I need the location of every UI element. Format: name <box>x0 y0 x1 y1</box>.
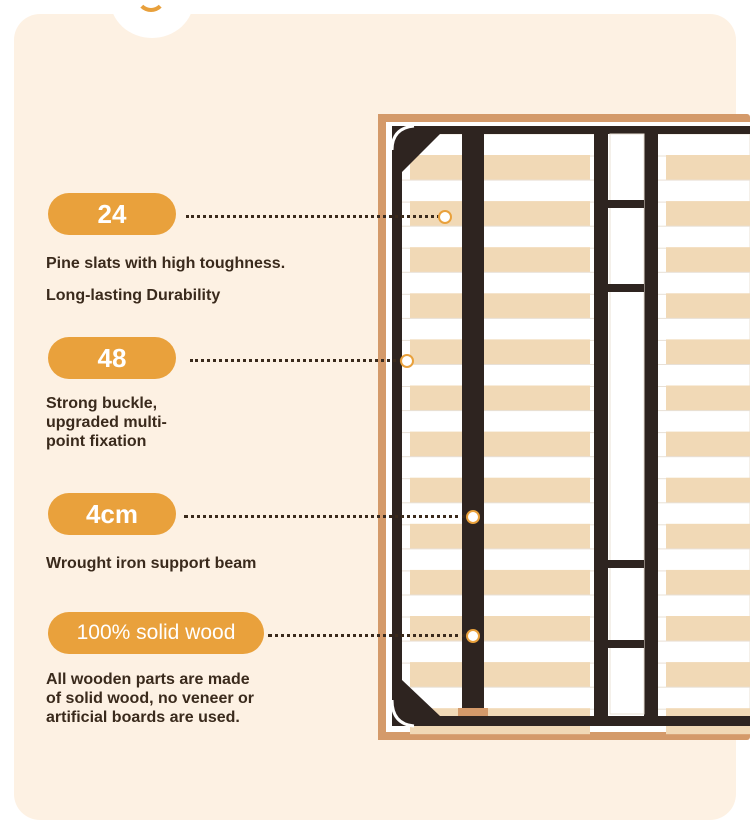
feature-2-line-2: upgraded multi- <box>46 414 167 431</box>
feature-1-line-1: Pine slats with high toughness. <box>46 255 286 272</box>
slat-edge-left <box>399 640 601 664</box>
wood-slat-right <box>666 385 750 412</box>
corner-brace-bottom <box>402 680 440 716</box>
feature-4-line-1: All wooden parts are made <box>46 671 250 688</box>
iron-center-rail-left <box>594 126 608 726</box>
slat-edge-right <box>655 410 750 434</box>
wood-slat-right <box>666 477 750 504</box>
wood-slat-right <box>666 201 750 228</box>
marker-4 <box>466 629 480 643</box>
badge-beam-size: 4cm <box>48 493 176 535</box>
wood-slat-left <box>410 431 590 458</box>
leader-line-3 <box>184 515 466 518</box>
wood-slat-left <box>410 385 590 412</box>
wood-slat-left <box>410 616 590 642</box>
wood-slat-right <box>666 293 750 320</box>
slat-edge-left <box>399 364 601 387</box>
slat-edge-left <box>399 271 601 295</box>
slat-edge-left <box>399 456 601 480</box>
feature-2-line-1: Strong buckle, <box>46 395 158 412</box>
slat-edge-left <box>399 686 601 710</box>
badge-solid-wood: 100% solid wood <box>48 612 264 654</box>
badge-slat-count-text: 24 <box>97 198 127 229</box>
corner-curve-top <box>390 124 415 151</box>
badge-slat-count: 24 <box>48 193 176 235</box>
slat-edge-right <box>655 686 750 710</box>
slat-edge-left <box>399 225 601 249</box>
wood-slat-left <box>410 339 590 366</box>
slat-edge-right <box>655 456 750 480</box>
center-crossbar <box>608 200 644 208</box>
marker-3 <box>466 510 480 524</box>
slat-edge-left <box>399 179 601 203</box>
feature-4-line-2: of solid wood, no veneer or <box>46 690 255 707</box>
badge-buckle-count-text: 48 <box>97 342 127 373</box>
iron-center-rail-right <box>644 126 658 726</box>
feature-1-line-2: Long-lasting Durability <box>46 287 221 304</box>
wood-slat-right <box>666 247 750 274</box>
wood-slat-right <box>666 616 750 642</box>
corner-leg-bottom <box>378 714 386 740</box>
slat-edge-right <box>655 502 750 526</box>
wood-slat-left <box>410 293 590 320</box>
slat-edge-right <box>655 594 750 618</box>
slat-edge-right <box>655 225 750 249</box>
slat-edge-right <box>655 179 750 203</box>
slat-edge-left <box>399 410 601 434</box>
corner-brace-top <box>402 134 440 172</box>
iron-support-beam <box>462 126 484 726</box>
wood-slat-left <box>410 662 590 689</box>
leader-line-2 <box>190 359 402 362</box>
wood-slat-right <box>666 662 750 689</box>
wood-slat-left <box>410 155 590 181</box>
slat-edge-right <box>655 640 750 664</box>
slat-edge-left <box>399 502 601 526</box>
badge-buckle-count: 48 <box>48 337 176 379</box>
slat-edge-right <box>655 364 750 387</box>
corner-curve-bottom <box>390 699 415 728</box>
marker-2 <box>400 354 414 368</box>
iron-rail-left <box>392 126 402 726</box>
wood-slat-right <box>666 431 750 458</box>
iron-rail-bottom <box>392 716 750 726</box>
center-channel <box>609 133 645 715</box>
wood-slat-left <box>410 523 590 550</box>
slat-edge-right <box>655 317 750 341</box>
leader-line-4 <box>268 634 466 637</box>
leader-line-1 <box>186 215 440 218</box>
slat-edge-right <box>655 271 750 295</box>
center-crossbar <box>608 284 644 292</box>
wood-slat-right <box>666 339 750 366</box>
wood-slat-right <box>666 155 750 181</box>
center-crossbar <box>608 640 644 648</box>
wood-slat-right <box>666 569 750 596</box>
slat-edge-left <box>399 594 601 618</box>
badge-solid-wood-text: 100% solid wood <box>76 621 236 644</box>
marker-1 <box>438 210 452 224</box>
wood-slat-right <box>666 523 750 550</box>
wood-slat-left <box>410 247 590 274</box>
badge-beam-size-text: 4cm <box>85 498 139 529</box>
feature-2-line-3: point fixation <box>46 433 147 450</box>
slat-edge-left <box>399 317 601 341</box>
feature-3-line-1: Wrought iron support beam <box>46 555 257 572</box>
slat-edge-right <box>655 548 750 572</box>
wood-slat-left <box>410 569 590 596</box>
slat-edge-right <box>655 133 750 157</box>
feature-4-line-3: artificial boards are used. <box>46 709 240 726</box>
smile-icon <box>136 0 166 12</box>
center-crossbar <box>608 560 644 568</box>
slat-edge-left <box>399 548 601 572</box>
corner-leg-top <box>378 114 386 140</box>
wood-slat-left <box>410 477 590 504</box>
iron-rail-top <box>392 126 750 134</box>
foot-block <box>458 708 488 716</box>
